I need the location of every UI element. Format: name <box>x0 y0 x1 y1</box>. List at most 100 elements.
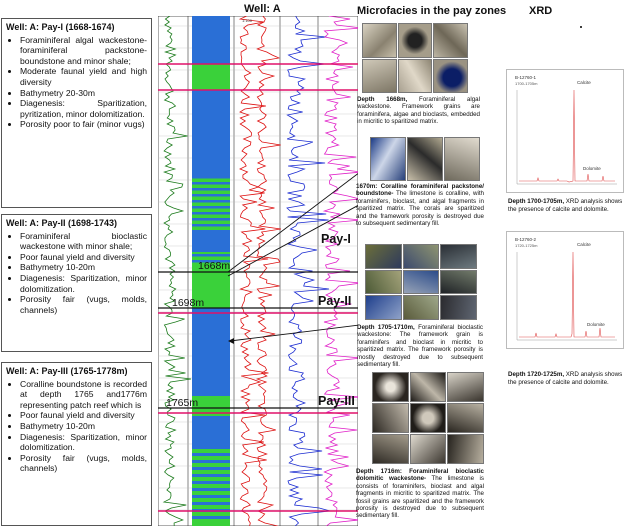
lithology-stripe <box>192 474 230 477</box>
pay3-item: Poor faunal yield and diversity <box>20 410 147 421</box>
lithology-stripe <box>192 230 230 233</box>
caption-3-bold: Depth 1705-1710m, <box>357 324 415 331</box>
pay1-item: Diagenesis: Sparitization, pyritization,… <box>20 98 147 119</box>
xrd-plot-1-sub: 1700-1705m <box>515 81 538 86</box>
caption-3-text: Foraminiferal bioclastic wackestone: The… <box>357 324 484 369</box>
well-title: Well: A <box>244 3 281 15</box>
xrd-caption-2-bold: Depth 1720-1725m, <box>508 371 565 378</box>
thin-section-group-3 <box>365 244 477 320</box>
thin-section-image <box>409 372 447 402</box>
bullet-dot <box>580 26 582 28</box>
lithology-band <box>192 16 230 64</box>
pay2-label: Pay-II <box>318 294 351 308</box>
thin-section-image <box>409 403 447 433</box>
thin-section-image <box>433 23 468 58</box>
lithology-band <box>192 446 230 526</box>
thin-section-image <box>372 434 409 464</box>
microfacies-title: Microfacies in the pay zones <box>357 5 507 17</box>
thin-section-image <box>362 23 397 58</box>
log-scale-label: 1:100 <box>242 18 253 23</box>
xrd-plot-1-calcite: Calcite <box>577 80 591 85</box>
pay3-item: Bathymetry 10-20m <box>20 421 147 432</box>
lithology-band <box>192 396 230 416</box>
thin-section-image <box>362 58 397 93</box>
caption-3: Depth 1705-1710m, Foraminiferal bioclast… <box>357 324 483 368</box>
lithology-stripe <box>192 502 230 505</box>
arrow-head <box>228 338 234 344</box>
resistivity-curve <box>238 16 269 526</box>
pay2-item: Poor faunal yield and diversity <box>20 252 147 263</box>
pay1-item: Moderate faunal yield and high diversity <box>20 66 147 87</box>
depth-label-1668: 1668m <box>198 260 230 272</box>
pointer-arrow <box>227 173 358 273</box>
pointer-arrow <box>227 204 358 277</box>
depth-label-1765: 1765m <box>166 397 198 409</box>
well-log-panel: 1:100 1668m 1698m 1765m Pay-I Pay-II Pay… <box>158 16 358 526</box>
lithology-band <box>192 176 230 230</box>
caption-2: 1670m: Coralline foraminiferal packstone… <box>356 183 484 227</box>
lithology-band <box>192 230 230 252</box>
pay3-item: Coralline boundstone is recorded at dept… <box>20 379 147 411</box>
lithology-stripe <box>192 460 230 463</box>
thin-section-image <box>397 58 433 93</box>
resistivity-deep-curve <box>255 16 281 526</box>
xrd-plot-2-dolomite: Dolomite <box>587 322 605 327</box>
lithology-stripe <box>192 206 230 209</box>
caption-1-bold: Depth 1668m, <box>357 96 408 103</box>
lithology-stripe <box>192 453 230 456</box>
lithology-band <box>192 90 230 176</box>
depth-label-1698: 1698m <box>172 297 204 309</box>
xrd-plot-2-id: B-12760-2 <box>515 237 537 242</box>
pay1-item: Porosity poor to fair (minor vugs) <box>20 119 147 130</box>
thin-section-image <box>409 434 447 464</box>
xrd-plot-1-dolomite: Dolomite <box>583 166 601 171</box>
pay2-item: Porosity fair (vugs, molds, channels) <box>20 294 147 315</box>
thin-section-image <box>402 295 440 320</box>
xrd-caption-2-text: XRD analysis shows the presence of calci… <box>508 371 623 386</box>
pay3-box: Well: A: Pay-III (1765-1778m) Coralline … <box>1 362 152 526</box>
lithology-band <box>192 308 230 396</box>
lithology-stripe <box>192 212 230 215</box>
pay2-box: Well: A: Pay-II (1698-1743) Foraminifera… <box>1 214 152 352</box>
lithology-band <box>192 266 230 308</box>
lithology-stripe <box>192 200 230 203</box>
density-curve <box>322 16 358 526</box>
thin-section-image <box>440 269 477 295</box>
xrd-plot-2-sub: 1720-1725m <box>515 243 538 248</box>
caption-4-text: The limestone is consists of foraminifer… <box>356 475 484 520</box>
thin-section-image <box>372 372 409 402</box>
thin-section-image <box>447 403 484 433</box>
thin-section-image <box>440 244 477 269</box>
lithology-stripe <box>192 188 230 191</box>
xrd-plot-1: B-12760-1 1700-1705m Calcite Dolomite <box>506 69 624 193</box>
lithology-stripe <box>192 260 230 263</box>
thin-section-image <box>365 244 402 269</box>
lithology-stripe <box>192 218 230 221</box>
pay3-label: Pay-III <box>318 394 355 408</box>
xrd-caption-1-bold: Depth 1700-1705m, <box>508 198 565 205</box>
pay1-item: Foraminiferal algal wackestone-foraminif… <box>20 35 147 67</box>
pay1-label: Pay-I <box>321 232 351 246</box>
thin-section-group-1 <box>362 23 468 93</box>
lithology-stripe <box>192 495 230 498</box>
pay3-item: Diagenesis: Sparitization, minor dolomit… <box>20 432 147 453</box>
thin-section-image <box>372 403 409 433</box>
caption-1-text: Foraminiferal algal wackestone. Framewor… <box>357 96 480 126</box>
lithology-stripe <box>192 182 230 185</box>
thin-section-image <box>440 295 477 320</box>
thin-section-image <box>433 58 468 93</box>
pay2-item: Bathymetry 10-20m <box>20 262 147 273</box>
lithology-stripe <box>192 481 230 484</box>
lithology-band <box>192 416 230 446</box>
thin-section-image <box>365 269 402 295</box>
thin-section-group-4 <box>372 372 484 464</box>
thin-section-image <box>397 23 433 58</box>
lithology-stripe <box>192 516 230 519</box>
sonic-curve <box>286 16 331 526</box>
lithology-stripe <box>192 224 230 227</box>
thin-section-image <box>407 137 443 181</box>
xrd-plot-2-trace <box>519 251 615 338</box>
caption-2-bold: 1670m: Coralline foraminiferal packstone… <box>356 183 484 198</box>
xrd-title: XRD <box>529 5 553 17</box>
xrd-plot-1-id: B-12760-1 <box>515 75 537 80</box>
